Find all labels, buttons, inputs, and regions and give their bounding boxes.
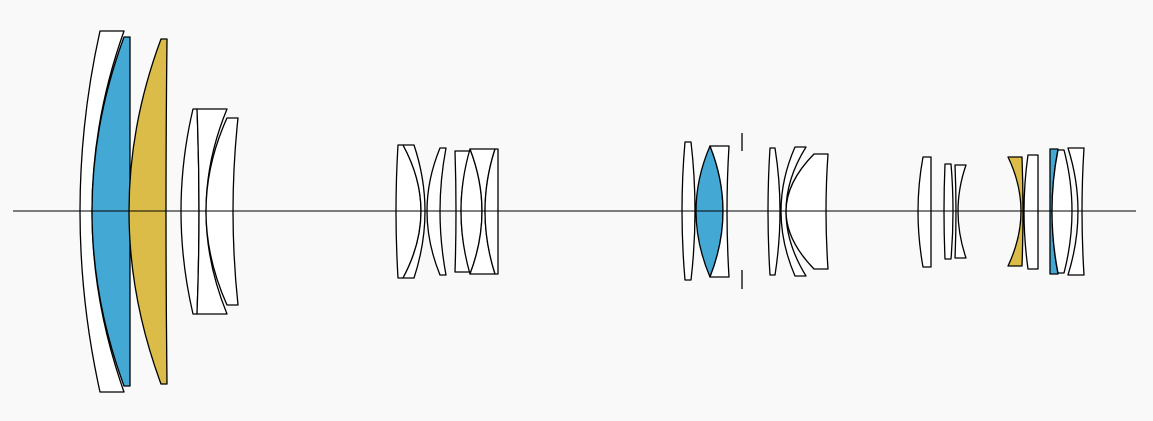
lens-element-plain — [917, 156, 932, 268]
lens-element-yellow — [1007, 156, 1024, 267]
lens-element-plain — [954, 164, 967, 259]
lens-elements — [79, 30, 1085, 393]
lens-element-plain — [1023, 154, 1039, 270]
lens-element-plain — [780, 146, 807, 277]
lens-element-plain — [1067, 147, 1085, 276]
lens-element-plain — [196, 108, 228, 315]
lens-element-plain — [709, 145, 730, 278]
lens-element-plain — [402, 144, 426, 279]
